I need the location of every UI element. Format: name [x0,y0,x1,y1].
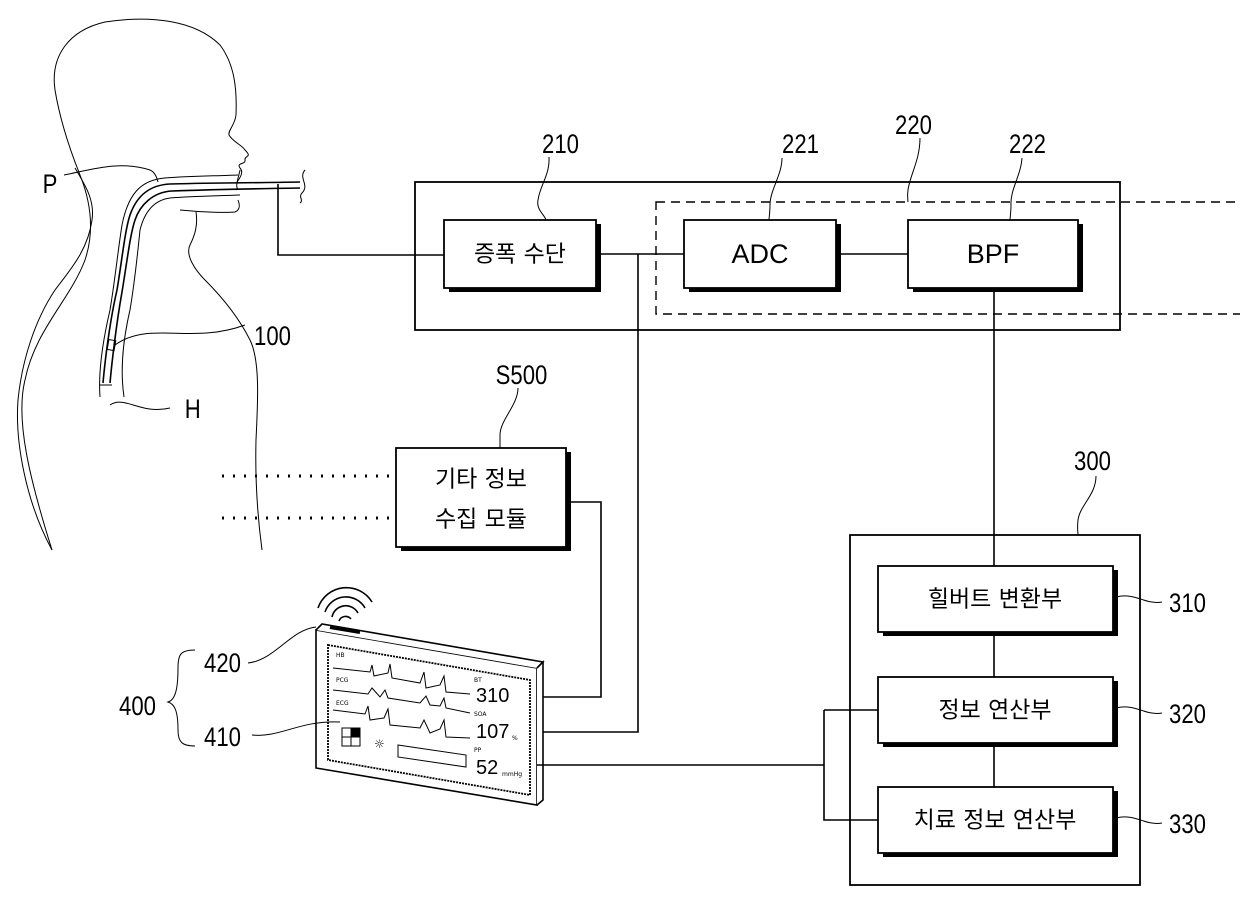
leader-420 [248,627,316,663]
tube-cut-mark [300,170,305,203]
label-310: 310 [1169,589,1206,619]
esophagus-wall-left [100,175,238,397]
readout-value-bt: 310 [476,685,509,707]
label-100: 100 [254,322,291,352]
label-400: 400 [119,692,156,722]
leader-220 [908,138,920,202]
leader-222 [1010,158,1022,220]
bpf-label: BPF [967,239,1020,269]
label-222: 222 [1009,130,1046,160]
back-neck-outline [17,168,92,550]
adc-label: ADC [731,239,788,269]
brace-400 [168,650,195,746]
leader-221 [769,158,782,220]
readout-unit-soa: % [512,735,518,742]
leader-300 [1078,476,1096,535]
head-back-outline [22,19,249,550]
wireless-signal-icon [318,588,372,621]
amplifier-label: 증폭 수단 [474,242,566,268]
readout-value-pp: 52 [476,757,498,779]
readout-value-soa: 107 [476,721,509,743]
readout-label-soa: SOA [474,711,487,718]
leader-210 [538,157,549,220]
sun-icon: ☼ [374,737,385,751]
leader-H [110,402,170,409]
readout-label-pp: PP [474,747,482,754]
neck-front-outline [189,212,262,550]
leader-310 [1116,596,1162,603]
readout-label-bt: BT [474,677,482,684]
other-info-label-line1: 기타 정보 [435,467,527,493]
patient-monitor: HB PCG ECG BT 310 SOA 107 % PP 52 mmHg ☼ [316,588,543,805]
tube-inner [110,188,300,383]
leader-330 [1116,817,1162,824]
processing-branch [824,710,878,820]
trace-label-ecg: ECG [336,700,349,707]
label-P: P [43,170,58,200]
info-calc-label: 정보 연산부 [938,698,1051,724]
label-220: 220 [895,111,932,141]
label-300: 300 [1074,447,1111,477]
trace-label-pcg: PCG [336,677,349,684]
trace-label-hb: HB [336,652,345,659]
label-420: 420 [204,649,241,679]
hilbert-label: 힐버트 변환부 [928,587,1062,613]
other-info-label-line2: 수집 모듈 [435,507,527,533]
label-210: 210 [542,130,579,160]
treatment-calc-label: 치료 정보 연산부 [914,808,1077,834]
label-330: 330 [1169,810,1206,840]
readout-unit-pp: mmHg [502,771,522,778]
label-H: H [185,395,201,425]
leader-S500 [500,388,518,448]
esophagus-wall-right [122,195,240,397]
sensor-wire [278,184,445,255]
monitor-case-side [537,662,543,805]
leader-100 [115,325,245,345]
human-figure [17,19,445,550]
label-221: 221 [782,130,819,160]
label-S500: S500 [496,361,548,391]
label-320: 320 [1169,700,1206,730]
label-410: 410 [204,723,241,753]
leader-320 [1116,707,1162,714]
